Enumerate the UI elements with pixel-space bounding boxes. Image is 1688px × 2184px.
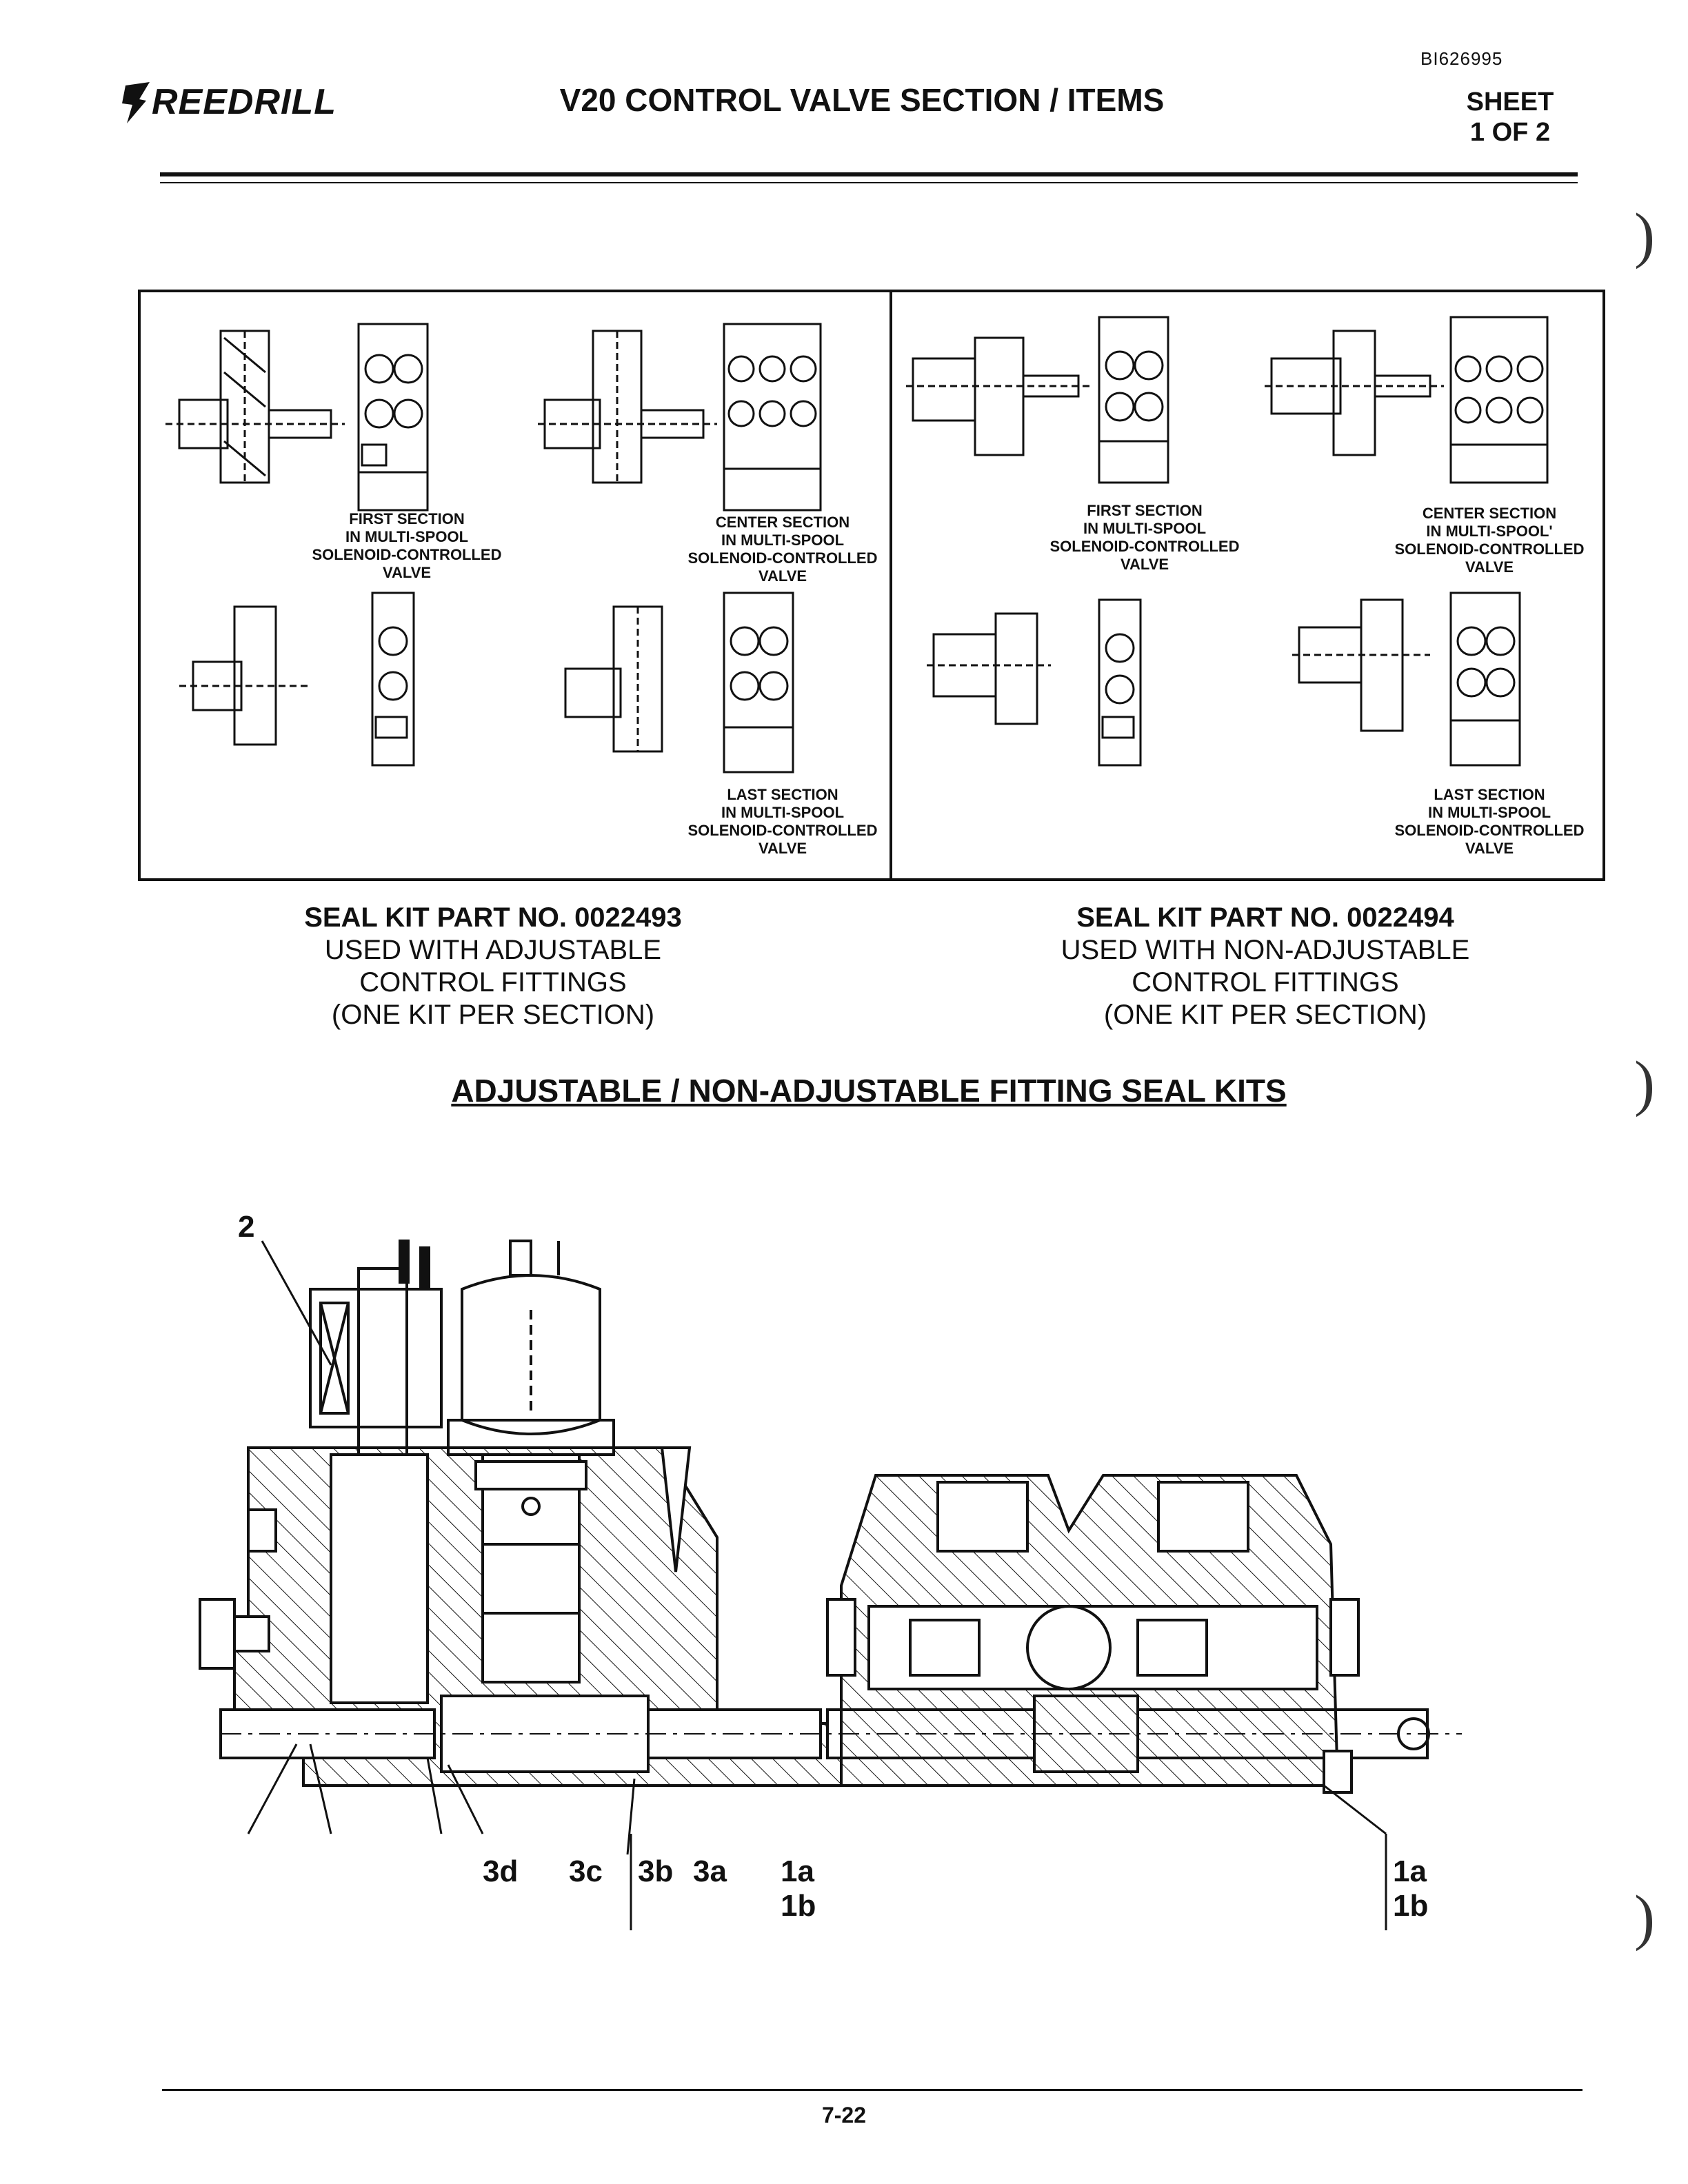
caption-right-last: LAST SECTION IN MULTI-SPOOL SOLENOID-CON… <box>1394 786 1585 857</box>
seal-kit-left-part: SEAL KIT PART NO. 0022493 <box>304 902 682 933</box>
caption-right-center: CENTER SECTION IN MULTI-SPOOL' SOLENOID-… <box>1394 505 1585 576</box>
box-divider <box>890 290 892 881</box>
caption-left-center: CENTER SECTION IN MULTI-SPOOL SOLENOID-C… <box>687 514 878 585</box>
binding-mark-bottom: ) <box>1634 1883 1655 1952</box>
valve-body-right <box>826 1474 1360 1794</box>
fitting-drawing-last-right <box>1292 598 1430 732</box>
document-id: BI626995 <box>1420 48 1503 69</box>
sheet-value: 1 OF 2 <box>1469 118 1551 147</box>
fitting-drawing-last-left <box>179 605 310 746</box>
seal-kit-right-part: SEAL KIT PART NO. 0022494 <box>1076 902 1454 933</box>
callout-1a-right: 1a <box>1393 1854 1427 1888</box>
spool-block-center <box>723 323 822 512</box>
page-title: V20 CONTROL VALVE SECTION / ITEMS <box>559 82 1165 118</box>
fitting-drawing-first <box>165 330 345 484</box>
spool-block-first-right <box>1098 316 1169 484</box>
seal-kits-heading: ADJUSTABLE / NON-ADJUSTABLE FITTING SEAL… <box>451 1073 1287 1109</box>
seal-kit-right: SEAL KIT PART NO. 0022494 USED WITH NON-… <box>955 902 1576 1031</box>
fitting-drawing-center <box>538 330 717 484</box>
callout-1b-left: 1b <box>781 1889 816 1923</box>
footer-rule <box>162 2089 1582 2091</box>
left-panel-drawings <box>165 323 822 774</box>
caption-right-first: FIRST SECTION IN MULTI-SPOOL SOLENOID-CO… <box>1049 502 1240 573</box>
page-number: 7-22 <box>821 2103 867 2127</box>
binding-mark-middle: ) <box>1634 1049 1655 1118</box>
fitting-drawing-last-center <box>564 605 663 753</box>
callout-1a-left: 1a <box>781 1854 814 1888</box>
sheet-indicator: SHEET 1 OF 2 <box>1448 87 1572 148</box>
solenoid-coil-left <box>309 1240 443 1532</box>
caption-left-last: LAST SECTION IN MULTI-SPOOL SOLENOID-CON… <box>687 786 878 857</box>
callout-3b: 3b <box>638 1854 674 1888</box>
spool-block-first <box>357 323 429 512</box>
spool-block-last-left <box>371 592 415 767</box>
solenoid-coil-right <box>447 1240 615 1456</box>
valve-body-left <box>233 1446 843 1787</box>
header-rule <box>160 172 1578 176</box>
binding-mark-top: ) <box>1634 201 1655 270</box>
spool-block-last-first-right <box>1098 598 1142 767</box>
fitting-drawing-center-right <box>1265 330 1444 456</box>
header-rule-thin <box>160 182 1578 183</box>
callout-1b-right: 1b <box>1393 1889 1429 1923</box>
fitting-drawing-last-first-right <box>927 612 1051 725</box>
adjustable-fitting <box>199 1508 277 1670</box>
callout-leaders <box>247 1240 1387 1930</box>
logo-text: REEDRILL <box>152 82 336 122</box>
callout-3c: 3c <box>569 1854 603 1888</box>
caption-left-first: FIRST SECTION IN MULTI-SPOOL SOLENOID-CO… <box>312 510 502 581</box>
callout-3d: 3d <box>483 1854 519 1888</box>
reedrill-logo: REEDRILL <box>122 81 336 123</box>
seal-kit-left: SEAL KIT PART NO. 0022493 USED WITH ADJU… <box>183 902 803 1031</box>
callout-3a: 3a <box>693 1854 727 1888</box>
sheet-label: SHEET <box>1466 88 1554 117</box>
fitting-drawing-first-right <box>906 336 1092 456</box>
right-panel-drawings <box>906 316 1549 767</box>
spool-block-center-right <box>1449 316 1549 484</box>
callout-2: 2 <box>238 1210 255 1244</box>
valve-section-drawing <box>199 1240 1462 1930</box>
drill-bit-icon <box>122 82 150 123</box>
seal-kit-diagram-box <box>138 290 1605 881</box>
spool-block-last <box>723 592 794 774</box>
spool-block-last-right <box>1449 592 1521 767</box>
